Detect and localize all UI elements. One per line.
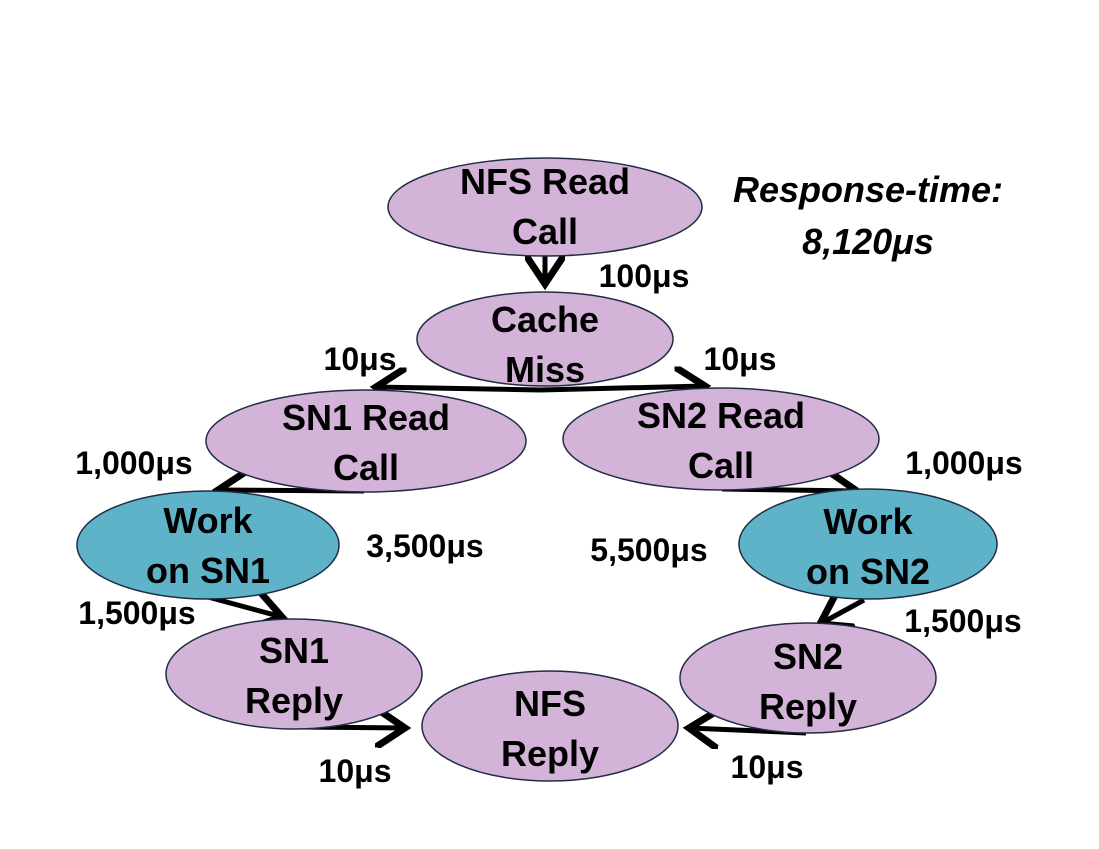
label-work-sn1-to-reply: 1,500μs bbox=[78, 595, 195, 631]
node-sn2-read-call-line1: SN2 Read bbox=[637, 395, 805, 436]
node-nfs-reply: NFS Reply bbox=[421, 670, 679, 782]
label-cache-to-sn1: 10μs bbox=[324, 341, 397, 377]
node-nfs-reply-line1: NFS bbox=[514, 683, 586, 724]
node-sn2-reply-line2: Reply bbox=[759, 686, 857, 727]
node-work-sn1-line2: on SN1 bbox=[146, 550, 270, 591]
label-work-sn1-duration: 3,500μs bbox=[366, 528, 483, 564]
label-nfs-to-cache: 100μs bbox=[599, 258, 690, 294]
node-work-sn2: Work on SN2 bbox=[738, 488, 998, 600]
node-sn2-read-call-line2: Call bbox=[688, 445, 754, 486]
node-sn1-reply-line1: SN1 bbox=[259, 630, 329, 671]
node-sn1-read-call: SN1 Read Call bbox=[205, 389, 527, 493]
node-sn1-reply: SN1 Reply bbox=[165, 618, 423, 730]
response-time-label: Response-time: bbox=[733, 169, 1003, 210]
edge-work-sn1-to-reply bbox=[207, 597, 282, 617]
node-nfs-read-call-line1: NFS Read bbox=[460, 161, 630, 202]
edge-work-sn2-to-reply bbox=[820, 600, 866, 624]
node-sn1-read-call-line2: Call bbox=[333, 447, 399, 488]
node-nfs-reply-line2: Reply bbox=[501, 733, 599, 774]
edge-cache-to-sn1 bbox=[376, 387, 541, 390]
response-time-value: 8,120μs bbox=[802, 221, 934, 262]
node-sn2-reply-line1: SN2 bbox=[773, 636, 843, 677]
node-work-sn2-line1: Work bbox=[823, 501, 913, 542]
node-sn1-reply-line2: Reply bbox=[245, 680, 343, 721]
node-cache-miss-line2: Miss bbox=[505, 349, 585, 390]
node-sn1-read-call-line1: SN1 Read bbox=[282, 397, 450, 438]
label-sn2-call-to-work: 1,000μs bbox=[905, 445, 1022, 481]
label-sn2-reply-to-nfs: 10μs bbox=[731, 749, 804, 785]
label-work-sn2-duration: 5,500μs bbox=[590, 532, 707, 568]
node-cache-miss: Cache Miss bbox=[416, 291, 674, 390]
node-sn2-reply: SN2 Reply bbox=[679, 622, 937, 734]
label-sn1-call-to-work: 1,000μs bbox=[75, 445, 192, 481]
label-cache-to-sn2: 10μs bbox=[704, 341, 777, 377]
node-sn2-read-call: SN2 Read Call bbox=[562, 387, 880, 491]
edge-cache-to-sn2 bbox=[539, 386, 705, 390]
label-work-sn2-to-reply: 1,500μs bbox=[904, 603, 1021, 639]
node-nfs-read-call: NFS Read Call bbox=[387, 157, 703, 257]
label-sn1-reply-to-nfs: 10μs bbox=[319, 753, 392, 789]
node-work-sn2-line2: on SN2 bbox=[806, 551, 930, 592]
node-cache-miss-line1: Cache bbox=[491, 299, 599, 340]
node-work-sn1-line1: Work bbox=[163, 500, 253, 541]
node-nfs-read-call-line2: Call bbox=[512, 211, 578, 252]
node-work-sn1: Work on SN1 bbox=[76, 490, 340, 600]
